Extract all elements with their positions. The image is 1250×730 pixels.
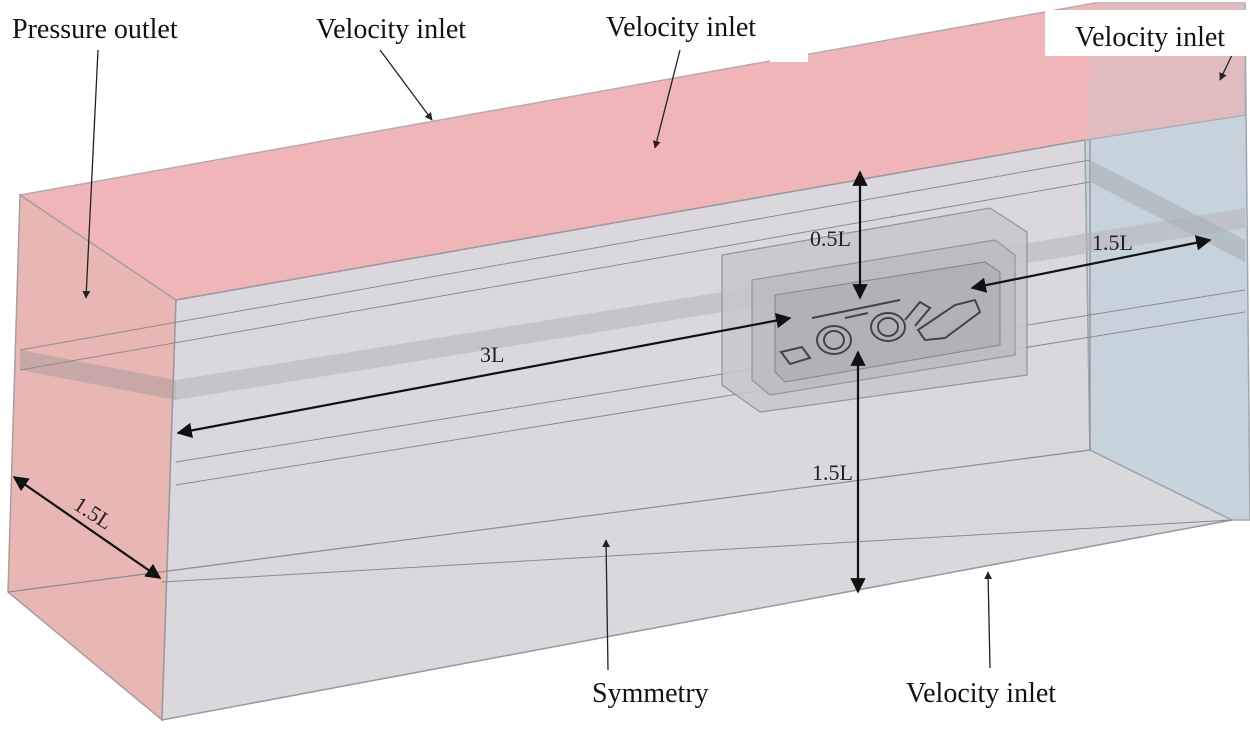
label-backdrop bbox=[1045, 10, 1250, 56]
dim-label-bottom-gap: 1.5L bbox=[812, 460, 853, 485]
dim-arrow-downstream bbox=[970, 235, 1212, 293]
dim-arrow-width bbox=[12, 476, 162, 579]
callout-arrow-velocity-inlet-right bbox=[1219, 54, 1233, 81]
callout-arrow-velocity-inlet-left bbox=[379, 49, 433, 121]
callout-arrow-velocity-inlet-bottom bbox=[984, 571, 993, 669]
label-symmetry: Symmetry bbox=[592, 678, 709, 709]
callout-arrow-velocity-inlet-top bbox=[652, 49, 681, 149]
vehicle-geometry bbox=[779, 298, 982, 366]
back-bottom-edge bbox=[7, 449, 1091, 593]
callout-arrow-pressure-outlet bbox=[82, 49, 99, 299]
dim-arrow-upstream bbox=[176, 312, 792, 439]
label-velocity-inlet-bottom: Velocity inlet bbox=[906, 678, 1056, 709]
callout-arrow-symmetry bbox=[602, 539, 611, 671]
label-pressure-outlet: Pressure outlet bbox=[12, 14, 178, 45]
dim-label-downstream: 1.5L bbox=[1092, 230, 1133, 255]
label-backdrop-top bbox=[770, 0, 808, 62]
label-velocity-inlet-top: Velocity inlet bbox=[606, 12, 756, 43]
label-velocity-inlet-left: Velocity inlet bbox=[316, 14, 466, 45]
mid-edge bbox=[161, 519, 1233, 583]
refinement-band-side bbox=[20, 350, 176, 400]
dim-label-top-gap: 0.5L bbox=[810, 226, 851, 251]
label-velocity-inlet-right: Velocity inlet bbox=[1075, 22, 1225, 53]
dim-label-upstream: 3L bbox=[480, 342, 504, 367]
